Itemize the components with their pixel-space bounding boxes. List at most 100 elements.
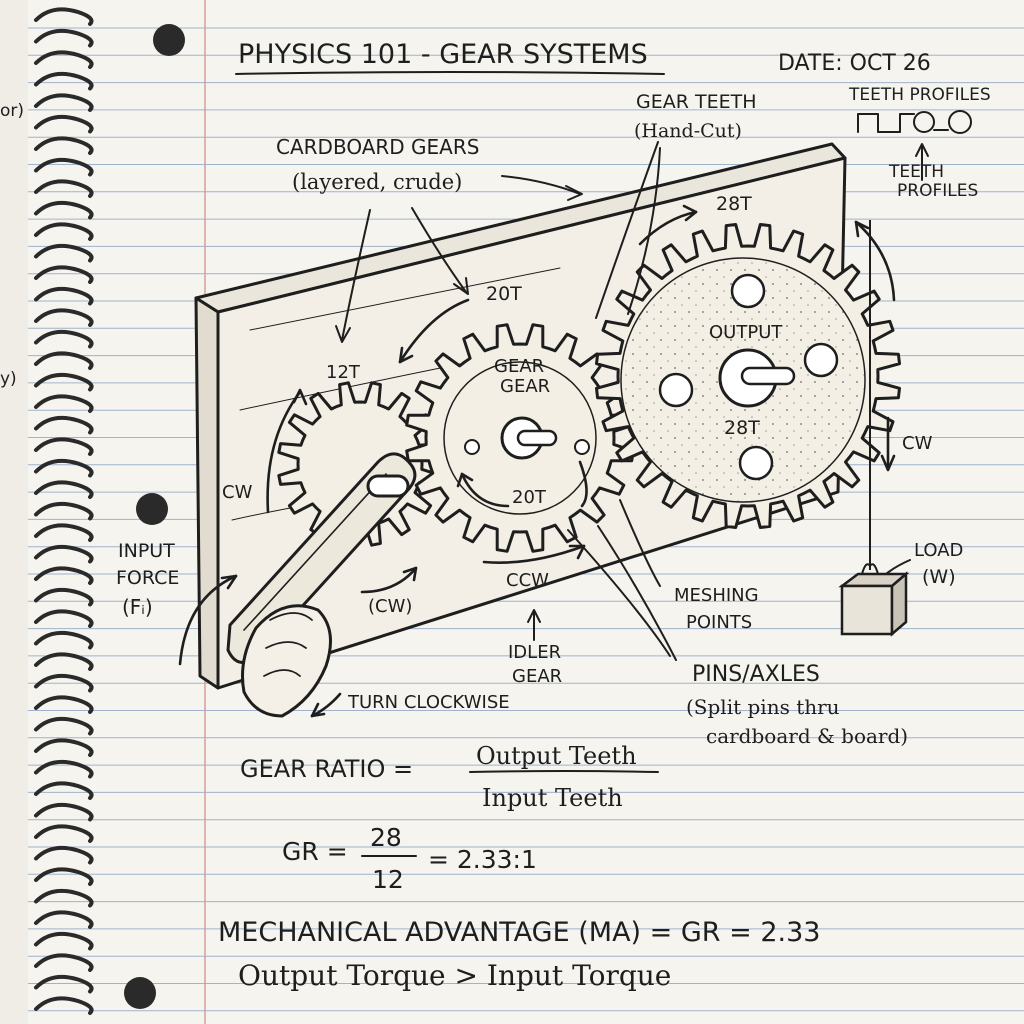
output-gear-hole [730,273,766,309]
idler-gear-callout-2: GEAR [512,666,562,687]
spiral-coil [34,759,94,779]
arrow-output-top [638,210,698,246]
pins-axles-sublabel-1: (Split pins thru [686,695,840,719]
spiral-coil [34,286,94,306]
spiral-coil [34,824,94,843]
teeth-profile-sketch [857,110,972,134]
arrow-output-cw [854,220,896,302]
idler-gear-center-label: 20T [512,487,547,508]
gr-denominator-value: 12 [372,865,404,894]
previous-page-strip [0,0,28,1024]
punch-hole-bottom [124,977,156,1009]
idler-gear-hole [574,439,590,455]
gear-ratio-fraction-bar [469,770,659,773]
meshing-points-label-1: MESHING [674,585,759,606]
spiral-coil [34,845,94,865]
spiral-coil [34,200,94,220]
margin-fragment-1: or) [0,101,24,121]
spiral-coil [34,953,94,972]
output-gear-center-label: 28T [724,417,760,439]
punch-hole-middle [136,493,168,525]
spiral-coil [34,587,94,607]
spiral-coil [34,802,94,822]
spiral-coil [34,179,94,198]
arrow-idler-inner [460,472,510,508]
spiral-coil [34,544,94,564]
idler-split-pin [516,429,558,447]
spiral-coil [34,222,94,241]
input-gear-teeth-label: 12T [326,362,361,383]
arrow-input-cw [266,390,302,514]
page-title: PHYSICS 101 - GEAR SYSTEMS [238,39,648,70]
spiral-coil [34,630,94,650]
spiral-coil [34,243,94,263]
teeth-profiles-label: TEETH [888,162,944,182]
idler-gear-callout-1: IDLER [508,642,561,663]
spiral-coil [34,71,94,91]
pins-axles-label: PINS/AXLES [692,662,820,687]
spiral-coil [34,867,94,886]
gear-teeth-label: GEAR TEETH [636,91,756,113]
mechanical-advantage-line: MECHANICAL ADVANTAGE (MA) = GR = 2.33 [218,917,820,948]
idler-gear-top-label: 20T [486,283,522,305]
teeth-profiles-label-2: PROFILES [897,181,978,201]
rotation-arrows [178,204,896,718]
output-gear-top-label: 28T [716,193,752,215]
idler-gear-inner-ring [443,361,597,515]
crank-handle [226,452,417,664]
spiral-coil [34,415,94,435]
input-rotation-label: CW [222,482,253,503]
spiral-coil [34,28,94,48]
arrow-idler-ccw [482,544,586,564]
spiral-coil [34,372,94,392]
cardboard-gears-label: CARDBOARD GEARS [276,135,479,159]
gear-ratio-numerator: Output Teeth [476,742,637,770]
load-weight [838,563,910,637]
idler-gear-hole [464,439,480,455]
pins-axles-sublabel-2: cardboard & board) [706,724,908,748]
spiral-coil [34,566,94,585]
spiral-coil [34,437,94,456]
output-gear-hole [803,342,839,378]
torque-comparison-line: Output Torque > Input Torque [238,959,671,992]
spiral-coil [34,308,94,327]
spiral-coil [34,523,94,542]
spiral-coil [34,394,94,413]
output-gear-name: OUTPUT [709,322,783,343]
spiral-coil [34,910,94,929]
margin-fragment-2: y) [0,369,17,389]
input-split-pin [366,474,410,498]
cardboard-gears-sublabel: (layered, crude) [292,170,462,194]
gear-ratio-label: GEAR RATIO = [240,755,413,783]
spiral-coil [34,673,94,693]
load-label-2: (W) [922,566,956,588]
spiral-coil [34,931,94,951]
date-label: DATE: OCT 26 [778,51,931,76]
arrow-input-force [178,574,238,666]
arrow-crank-cw [360,566,418,594]
load-label-1: LOAD [914,540,963,561]
input-force-label-2: FORCE [116,567,179,589]
punch-hole-top [153,24,185,56]
spiral-coil [34,157,94,177]
spiral-coil [34,501,94,521]
input-force-label-1: INPUT [118,540,175,562]
spiral-coil [34,114,94,134]
spiral-coil [34,50,94,69]
title-underline [235,71,665,75]
meshing-points-label-2: POINTS [686,612,752,633]
output-rotation-label: CW [902,433,933,454]
spiral-coil [34,996,94,1015]
spiral-coil [34,93,94,112]
gr-numerator-value: 28 [370,823,402,852]
output-gear-hole [658,372,694,408]
turn-clockwise-label: TURN CLOCKWISE [347,692,510,713]
spiral-coil [34,351,94,370]
output-gear-hole [738,445,774,481]
spiral-coil [34,329,94,349]
idler-gear-name-2: GEAR [500,376,550,397]
spiral-coil [34,136,94,155]
spiral-coil [34,695,94,714]
